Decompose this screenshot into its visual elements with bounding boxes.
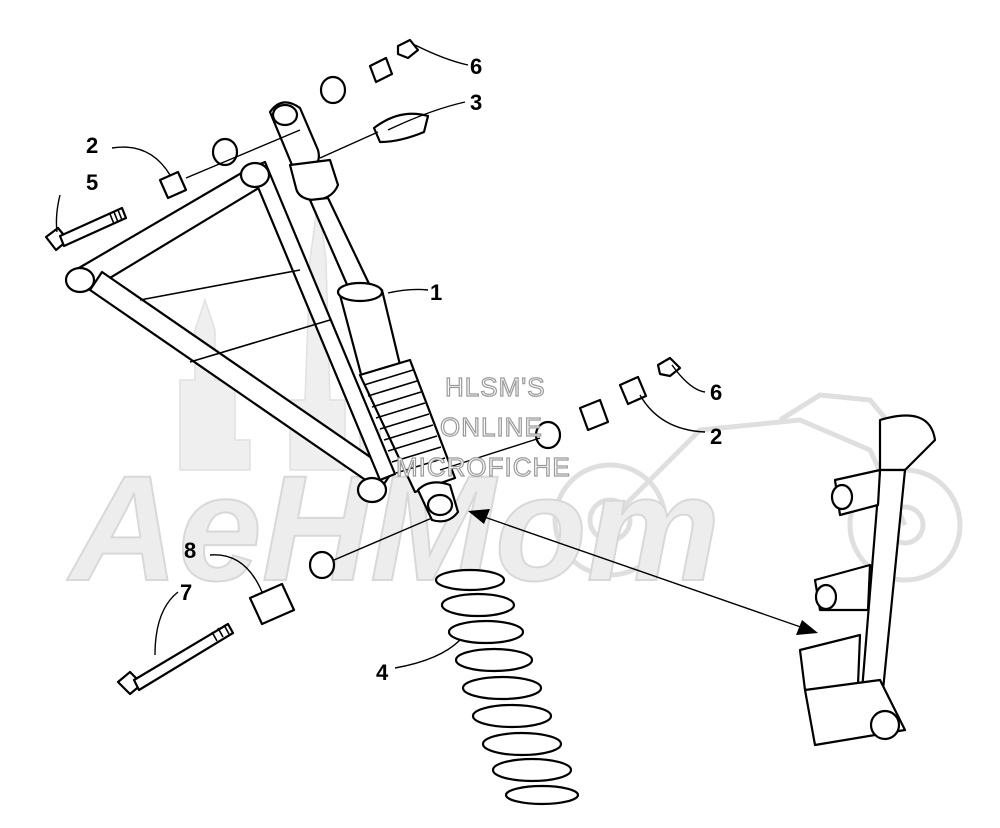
callout-8: 8 [184, 538, 196, 563]
callout-7: 7 [180, 580, 192, 605]
nut-6-middle [656, 356, 682, 378]
spacer-upper [368, 56, 394, 84]
clip-3 [372, 112, 430, 144]
callout-leaders [55, 44, 706, 669]
watermark-line-1: HLSM'S [445, 372, 546, 402]
upper-hardware [44, 38, 430, 252]
callout-6-upper: 6 [470, 54, 482, 79]
callout-2-middle: 2 [710, 424, 722, 449]
callout-6-middle: 6 [710, 380, 722, 405]
washer-middle [534, 420, 562, 450]
callout-3: 3 [470, 90, 482, 115]
bolt-5 [44, 206, 128, 252]
callout-2-upper: 2 [86, 133, 98, 158]
middle-hardware [439, 356, 682, 471]
watermark-line-3: MICROFICHE [396, 452, 571, 482]
background-watermark: AeHMom [65, 199, 963, 613]
lower-hardware [116, 517, 433, 696]
spindle-knuckle [798, 414, 937, 747]
callout-1: 1 [430, 280, 442, 305]
callout-4: 4 [376, 660, 389, 685]
shock-absorber [268, 101, 460, 523]
nut-6-upper [396, 38, 420, 60]
bushing-8 [248, 582, 296, 626]
bushing-2-middle-large [578, 398, 610, 432]
coil-spring [434, 568, 580, 806]
shock-coil-body [358, 358, 457, 494]
microfiche-watermark: HLSM'S ONLINE MICROFICHE [395, 371, 571, 482]
bushing-2-upper [158, 170, 188, 200]
bushing-2-middle-small [618, 375, 648, 406]
assembly-arrow [468, 509, 818, 635]
a-arm [64, 160, 397, 504]
bolt-7 [116, 622, 235, 696]
callout-5: 5 [86, 170, 98, 195]
washer-lower [308, 550, 336, 580]
washer-upper-right [319, 75, 347, 105]
watermark-line-2: ONLINE [440, 412, 543, 442]
